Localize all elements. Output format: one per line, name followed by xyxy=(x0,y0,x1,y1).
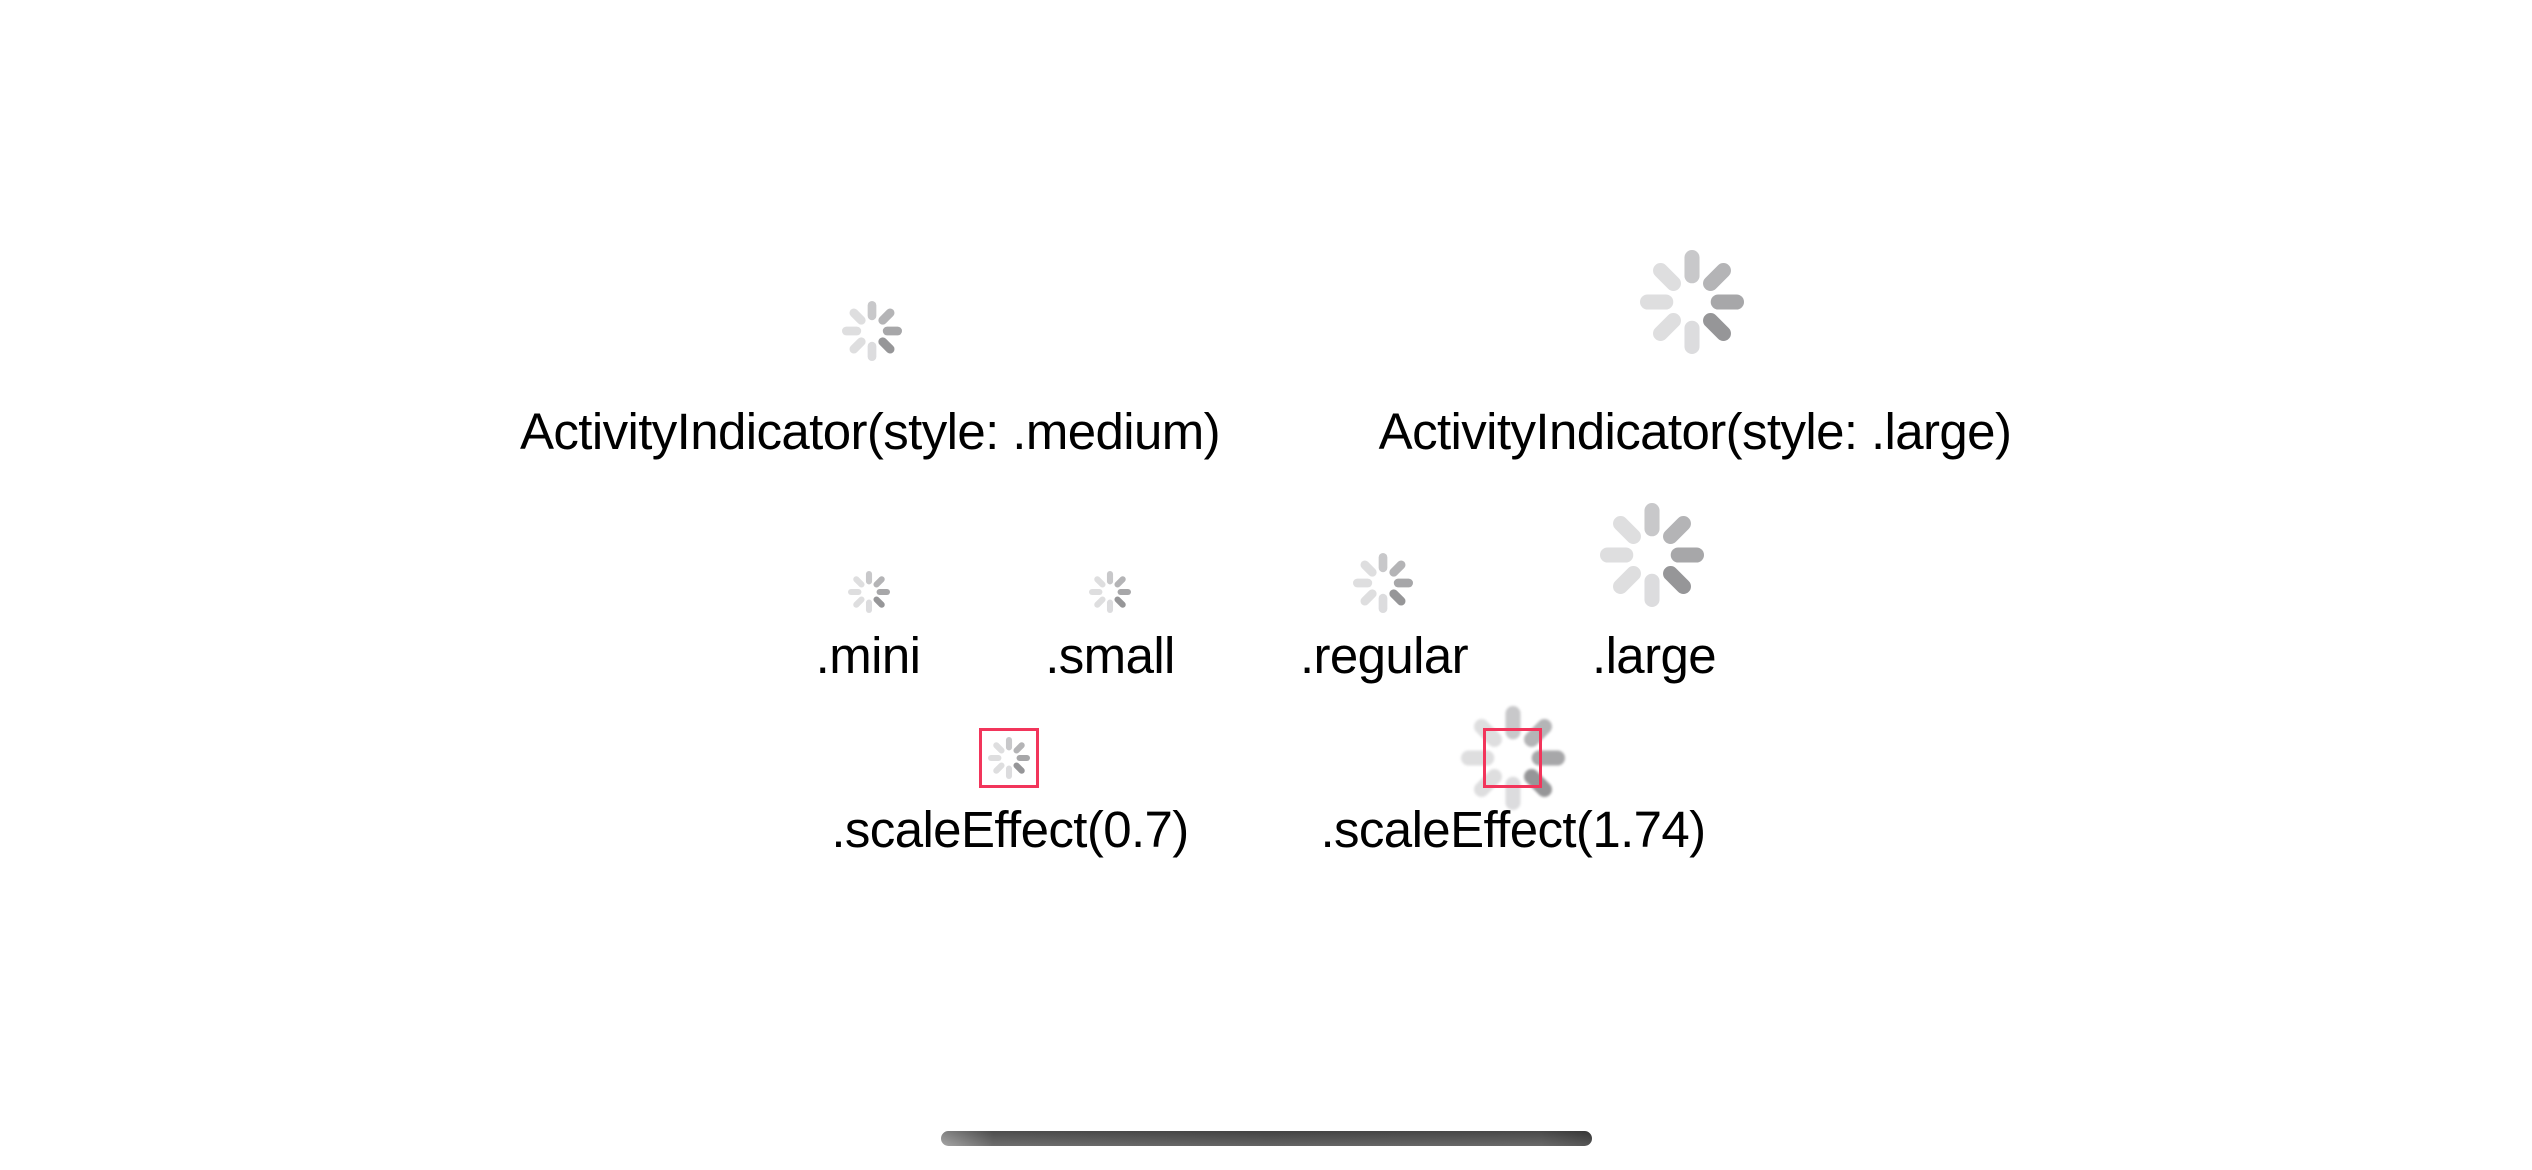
label-small: .small xyxy=(1045,627,1175,684)
spinner-spoke-nw xyxy=(1613,516,1641,544)
spinner-spoke-se xyxy=(878,337,895,354)
spinner-spoke-sw xyxy=(1360,589,1377,606)
spinner-spoke-sw xyxy=(1613,566,1641,594)
spinner-icon xyxy=(1089,571,1132,614)
spinner-spoke-ne xyxy=(1524,719,1552,747)
spinner-icon xyxy=(1599,502,1704,607)
spinner-spoke-se xyxy=(1013,762,1025,774)
spinner-spoke-se xyxy=(1389,589,1406,606)
spinner-spoke-sw xyxy=(993,762,1005,774)
spinner-spoke-sw xyxy=(853,596,865,608)
spinner-icon xyxy=(1639,249,1744,354)
spinner-spoke-nw xyxy=(1360,560,1377,577)
spinner-spoke-se xyxy=(1663,566,1691,594)
spinner-spoke-sw xyxy=(1653,313,1681,341)
spinner-icon xyxy=(848,571,891,614)
spinner-spoke-se xyxy=(1703,313,1731,341)
home-indicator-bar[interactable] xyxy=(941,1131,1592,1146)
activity-indicator-mini xyxy=(846,569,892,615)
spinner-spoke-ne xyxy=(1013,742,1025,754)
label-scale-effect-0-7: .scaleEffect(0.7) xyxy=(831,801,1189,858)
spinner-icon xyxy=(1352,552,1414,614)
activity-indicator-regular xyxy=(1351,551,1415,615)
activity-indicator-medium xyxy=(840,299,904,363)
scale-effect-frame-1-74 xyxy=(1483,728,1542,788)
spinner-icon xyxy=(988,737,1031,780)
label-activity-indicator-large: ActivityIndicator(style: .large) xyxy=(1378,403,2012,460)
label-mini: .mini xyxy=(815,627,921,684)
activity-indicator-large-row2 xyxy=(1598,501,1706,609)
activity-indicator-scaled-0-7 xyxy=(986,735,1032,781)
spinner-spoke-nw xyxy=(853,576,865,588)
spinner-spoke-nw xyxy=(849,308,866,325)
activity-indicator-small xyxy=(1087,569,1133,615)
label-large: .large xyxy=(1592,627,1717,684)
spinner-spoke-ne xyxy=(878,308,895,325)
scale-effect-frame-0-7 xyxy=(979,728,1039,788)
spinner-spoke-nw xyxy=(993,742,1005,754)
spinner-spoke-nw xyxy=(1653,263,1681,291)
spinner-spoke-sw xyxy=(1094,596,1106,608)
spinner-spoke-ne xyxy=(1663,516,1691,544)
spinner-spoke-sw xyxy=(849,337,866,354)
label-activity-indicator-medium: ActivityIndicator(style: .medium) xyxy=(519,403,1221,460)
spinner-spoke-ne xyxy=(873,576,885,588)
spinner-spoke-se xyxy=(873,596,885,608)
label-scale-effect-1-74: .scaleEffect(1.74) xyxy=(1320,801,1706,858)
spinner-spoke-ne xyxy=(1114,576,1126,588)
spinner-spoke-nw xyxy=(1094,576,1106,588)
spinner-spoke-ne xyxy=(1389,560,1406,577)
spinner-icon xyxy=(841,300,903,362)
spinner-spoke-ne xyxy=(1703,263,1731,291)
spinner-spoke-se xyxy=(1114,596,1126,608)
label-regular: .regular xyxy=(1299,627,1469,684)
activity-indicator-large xyxy=(1638,248,1746,356)
spinner-spoke-se xyxy=(1524,769,1552,797)
